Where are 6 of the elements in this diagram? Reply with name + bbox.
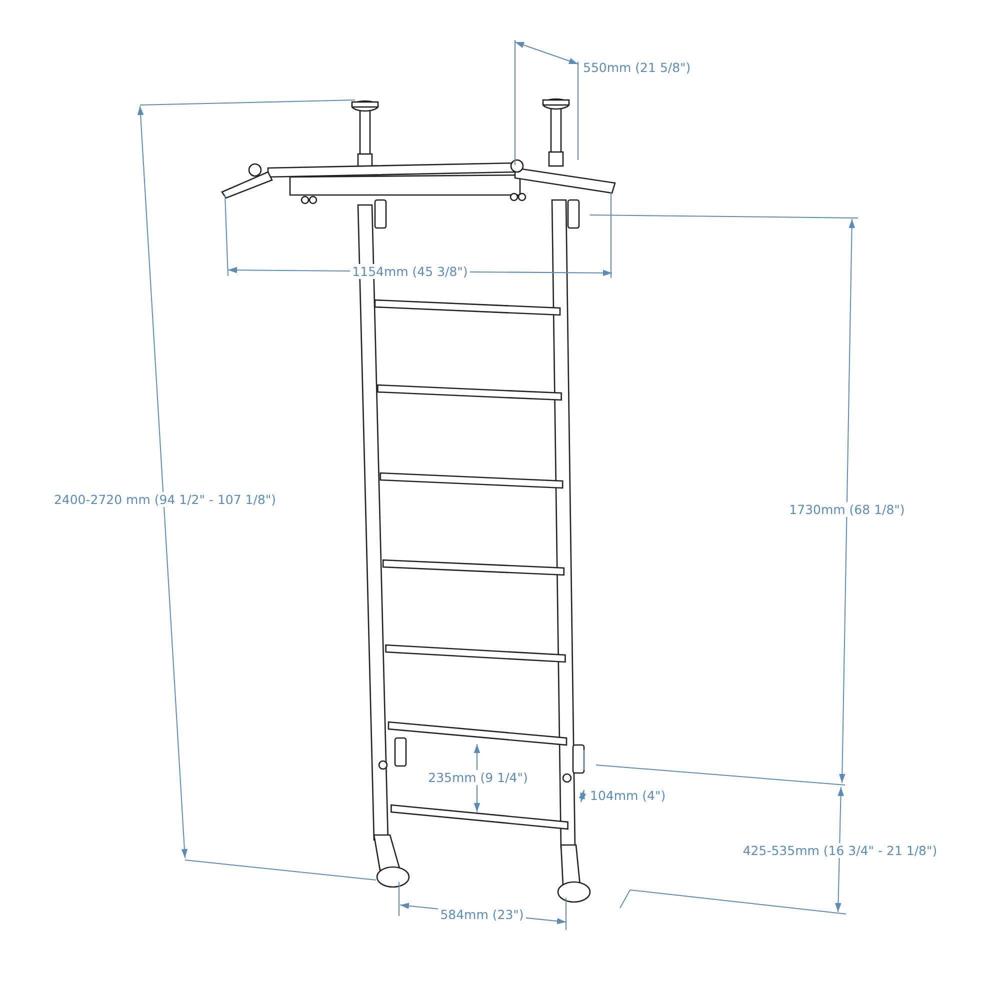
dimension-label: 584mm (23"): [438, 907, 526, 922]
dimension-label: 104mm (4"): [588, 788, 668, 803]
dimension-label: 425-535mm (16 3/4" - 21 1/8"): [740, 843, 940, 858]
dimension-label: 235mm (9 1/4"): [426, 770, 530, 785]
dimension-label: 1154mm (45 3/8"): [350, 264, 470, 279]
dimension-label: 550mm (21 5/8"): [581, 60, 693, 75]
